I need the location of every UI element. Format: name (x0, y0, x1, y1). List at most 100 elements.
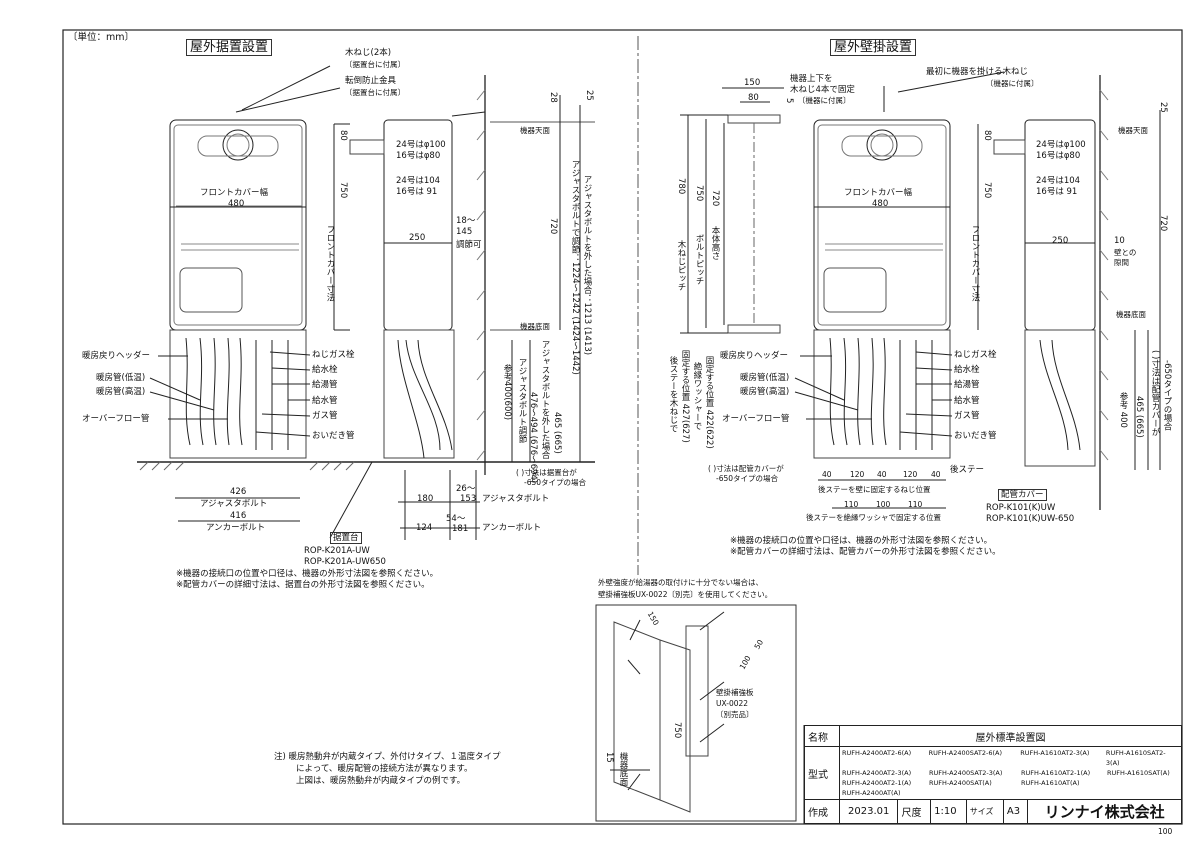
dim-465: 465 (665) (1134, 396, 1144, 438)
duct-24: 24号はφ100 (396, 140, 446, 150)
model-cell: RUFH-A2400AT2-6(A) (842, 749, 912, 757)
model-cell: RUFH-A1610AT2-1(A) (1021, 769, 1091, 777)
dim-5: 5 (784, 98, 794, 104)
wall-gap-2: 隙間 (1114, 258, 1129, 267)
adjust-bolt: アジャスタボルト (200, 499, 268, 509)
rear-stay-note-2: 固定する位置 427(627) (680, 350, 690, 443)
dim-750b: 750 (694, 185, 704, 202)
model-cell: RUFH-A2400SAT2-6(A) (928, 749, 1003, 757)
note-line: ※機器の接続口の位置や口径は、機器の外形寸法図を参照ください。 (730, 536, 993, 546)
part-label: 暖房管(高温) (96, 387, 146, 397)
part-label: 給水栓 (954, 365, 980, 375)
wood-screw-note: 〔据置台に付属〕 (345, 60, 405, 69)
rear-stay-washer: 後ステーを絶縁ワッシャで固定する位置 (806, 513, 941, 522)
adjust-bottom: 145 (456, 227, 473, 237)
dim-720: 720 (710, 190, 720, 207)
pipe-cover-model: ROP-K101(K)UW-650 (986, 514, 1075, 524)
part-label: 給水管 (954, 396, 980, 406)
bracket-note: ( )寸法は据置台が (516, 468, 577, 477)
footnote-line: 注) 暖房熱動弁が内蔵タイプ、外付けタイプ、１温度タイプ (274, 752, 501, 762)
dim-124: 124 (416, 523, 433, 533)
drawing-name: 屋外標準設置図 (839, 725, 1182, 747)
part-label: 暖房管(低温) (96, 373, 146, 383)
made-date: 2023.01 (838, 799, 899, 824)
depth-16: 16号は 91 (1036, 187, 1078, 197)
part-label: 暖房管(低温) (740, 373, 790, 383)
tip-bracket-label: 転倒防止金具 (345, 76, 397, 86)
dim-250: 250 (409, 233, 426, 243)
part-label: 給湯管 (312, 380, 338, 390)
dim-25: 25 (584, 90, 594, 101)
title-block: 名称 屋外標準設置図 型式 RUFH-A2400AT2-6(A)RUFH-A24… (804, 725, 1182, 824)
part-label: ねじガス栓 (312, 350, 355, 360)
dim-80: 80 (748, 93, 759, 103)
front-cover-width: フロントカバー幅 (200, 188, 269, 198)
rear-stay-screw: 後ステーを壁に固定するねじ位置 (818, 485, 931, 494)
detail-dim-15: 15 (604, 752, 614, 763)
rear-stay-note-4: 固定する位置 422(622) (704, 356, 714, 449)
part-label: ガス管 (954, 411, 980, 421)
unit-label: 〔単位：mm〕 (68, 32, 135, 43)
front-cover-height: フロントカバー寸法 (325, 225, 335, 302)
cover-note: ( )寸法は配管カバーが (708, 464, 784, 473)
dim-780: 780 (676, 178, 686, 195)
duct-16: 16号はφ80 (1036, 151, 1081, 161)
company-name: リンナイ株式会社 (1027, 799, 1182, 824)
detail-note: 外壁強度が給湯器の取付けに十分でない場合は、 (598, 578, 763, 587)
adjust-bolt-range: アジャスタボルト調節 (517, 358, 527, 443)
duct-16: 16号はφ80 (396, 151, 441, 161)
dim-480: 480 (872, 199, 889, 209)
part-label: おいだき管 (312, 431, 355, 441)
part-label: 給水管 (312, 396, 338, 406)
part-label: ガス管 (312, 411, 338, 421)
dim-80b: 80 (982, 130, 992, 141)
pipe-cover-note-2: -650タイプの場合 (1162, 360, 1172, 431)
model-cell: RUFH-A1610SAT(A) (1107, 769, 1170, 777)
part-label: オーバーフロー管 (82, 414, 150, 424)
part-label: 給湯管 (954, 380, 980, 390)
footnote-line: によって、暖房配管の接続方法が異なります。 (296, 764, 473, 774)
front-cover-height: フロントカバー寸法 (970, 225, 980, 302)
model-cell: RUFH-A1610AT2-3(A) (1020, 749, 1090, 757)
model-cell: RUFH-A2400AT2-3(A) (842, 769, 912, 777)
cover-note: -650タイプの場合 (716, 474, 779, 483)
screw-pitch: 木ねじピッチ (676, 240, 686, 291)
part-label: 暖房戻りヘッダー (82, 351, 151, 361)
dim-750: 750 (982, 182, 992, 199)
scale-value: 1:10 (930, 799, 967, 824)
dim-26: 26～ (456, 484, 476, 494)
dim-426: 426 (230, 487, 247, 497)
dim-720b: 720 (1158, 215, 1168, 232)
made-label: 作成 (804, 799, 840, 824)
stand-model: ROP-K201A-UW (304, 546, 370, 556)
rear-stay-note: 後ステーを木ねじで (668, 356, 678, 433)
adjust-top: 18～ (456, 216, 476, 226)
adjust-bolt-range-val: 476～494 (676～694) (528, 392, 538, 484)
dim-150: 150 (744, 78, 761, 88)
page-number: 100 (1158, 827, 1173, 836)
ref-400: 参考400(600) (502, 364, 512, 421)
tip-bracket-note: 〔据置台に付属〕 (345, 88, 405, 97)
plate-label: 壁掛補強板 (716, 688, 754, 697)
footnote-line: 上図は、暖房熱動弁が内蔵タイプの例です。 (296, 776, 466, 786)
model-cell: RUFH-A1610SAT2-3(A) (1105, 749, 1166, 767)
lower-fix-2: 木ねじ4本で固定 (790, 85, 855, 95)
model-cell: RUFH-A2400AT(A) (842, 789, 901, 797)
depth-24: 24号は104 (396, 176, 441, 186)
dim-181: 181 (452, 524, 469, 534)
anchor-bolt-2: アンカーボルト (482, 523, 542, 533)
dim-bottom: 40 (822, 470, 832, 479)
front-cover-width: フロントカバー幅 (844, 188, 913, 198)
dim-416: 416 (230, 511, 247, 521)
anchor-bolt: アンカーボルト (206, 523, 266, 533)
stand-label: 据置台 (330, 532, 362, 544)
bracket-note: -650タイプの場合 (524, 478, 587, 487)
stand-model: ROP-K201A-UW650 (304, 557, 386, 567)
plate-model: UX-0022 (716, 699, 749, 708)
part-label: 暖房戻りヘッダー (720, 351, 789, 361)
dim-54: 54～ (446, 514, 466, 524)
plate-sold: 〔別売品〕 (716, 710, 754, 719)
dim-bottom: 40 (931, 470, 941, 479)
